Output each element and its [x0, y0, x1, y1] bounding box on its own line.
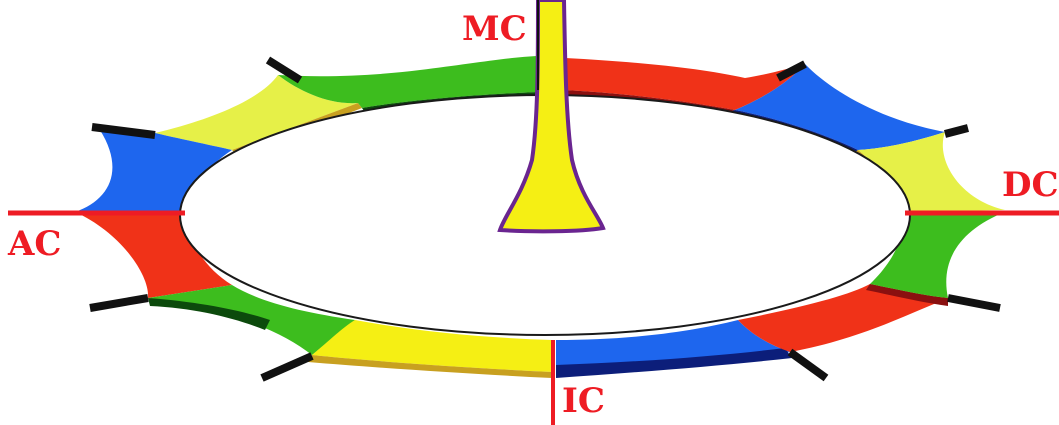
segment-blue-top-right: [735, 64, 945, 150]
spoke-left-upper: [91, 123, 156, 139]
segment-edge-blue-bottom: [556, 348, 792, 378]
spoke-top-right: [776, 60, 807, 82]
mc-label: MC: [462, 9, 527, 49]
segment-edge-ochre-bottom: [308, 355, 552, 378]
spoke-top-left: [265, 56, 303, 84]
segment-red-bottom-right: [738, 284, 948, 352]
segment-red-left: [75, 212, 232, 298]
segment-edge-red-bottom-right: [866, 284, 948, 306]
segment-yellow-green-top-left: [155, 75, 358, 150]
spoke-bottom-left: [260, 352, 314, 382]
dc-label: DC: [1002, 165, 1059, 205]
segment-edge-green-bottom-left: [148, 298, 270, 330]
ic-label: IC: [562, 381, 605, 421]
mc-stem: [497, 0, 606, 234]
spoke-bottom-right: [787, 348, 829, 382]
ac-label: AC: [7, 224, 61, 264]
segment-red-top: [565, 58, 805, 110]
spoke-left-lower: [89, 294, 149, 312]
segment-green-top: [278, 56, 538, 108]
spokes: [89, 56, 1001, 382]
segment-yellow-bottom: [312, 320, 552, 372]
spoke-right-upper: [943, 124, 970, 138]
spoke-right-lower: [947, 294, 1001, 312]
